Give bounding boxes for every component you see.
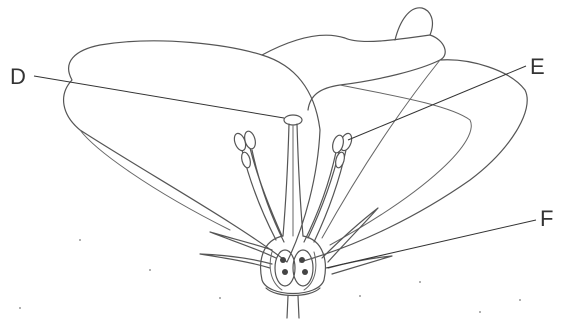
label-f: F [540,206,553,231]
petal-back-left [262,35,445,110]
leader-e [348,66,526,140]
label-e: E [530,54,545,79]
pistil [261,115,326,294]
sepal-right [322,208,378,262]
leader-lines [34,66,536,268]
ovule-1 [280,257,286,263]
ovule-4 [302,269,308,275]
ovule-3 [299,257,305,263]
stigma [284,115,302,125]
label-d: D [10,64,26,89]
anther-left-3 [240,151,252,169]
leader-d [34,76,284,118]
petal-left-inner [80,130,230,230]
receptacle-base [266,288,320,296]
receptacle [266,288,320,318]
ovary-chamber-left [275,250,295,286]
sepal-left [210,232,276,258]
leader-f [326,220,536,268]
pedicel [287,296,299,318]
ovule-2 [282,269,288,275]
petals [64,8,528,262]
petal-right-inner [330,85,471,245]
paper-speckles [19,239,521,313]
ovary-chamber-right [293,250,313,286]
